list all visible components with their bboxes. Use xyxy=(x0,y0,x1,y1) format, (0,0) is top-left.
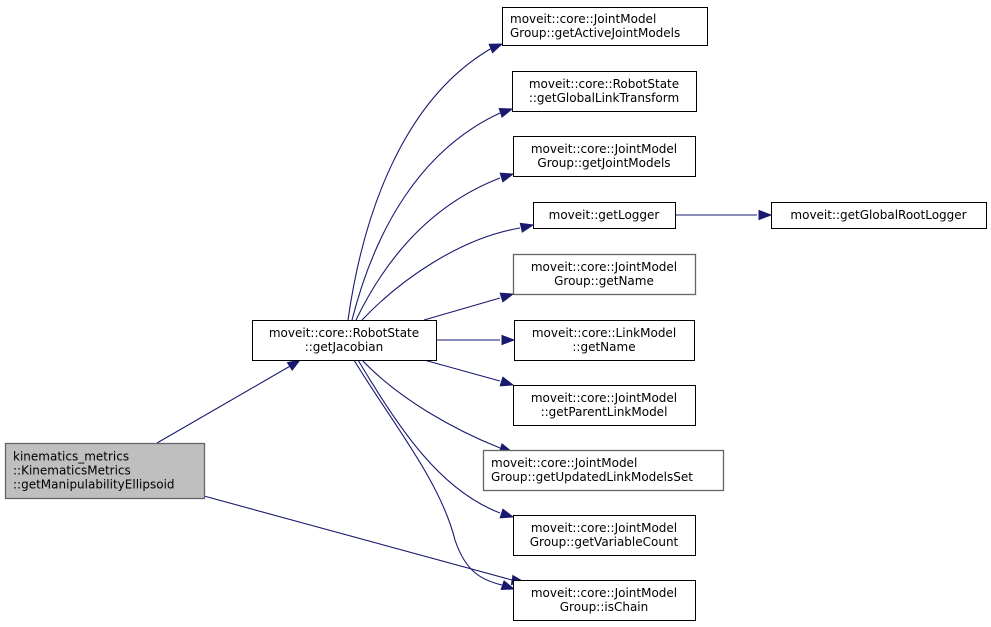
node-label-line: ::getName xyxy=(572,340,635,354)
node-box xyxy=(512,71,697,112)
edge-getJacobian-to-getNameLink xyxy=(436,334,516,346)
node-label-line: moveit::core::JointModel xyxy=(531,521,677,535)
edge-getJacobian-to-getJointModels xyxy=(355,172,515,321)
edge-getJacobian-to-getNameGroup xyxy=(423,292,515,321)
node-box xyxy=(771,202,987,229)
node-label-line: Group::getName xyxy=(554,274,654,288)
edge-line xyxy=(423,297,501,321)
function-node-getGlobalRootLogger[interactable]: moveit::getGlobalRootLogger xyxy=(771,202,987,229)
node-label-line: Group::getUpdatedLinkModelsSet xyxy=(491,470,693,484)
arrowhead-icon xyxy=(499,376,515,387)
edges-layer xyxy=(156,43,773,591)
arrowhead-icon xyxy=(286,359,302,372)
edge-getJacobian-to-getParentLinkModel xyxy=(423,359,515,387)
function-node-getVariableCount[interactable]: moveit::core::JointModelGroup::getVariab… xyxy=(513,515,696,556)
function-node-getJacobian[interactable]: moveit::core::RobotState::getJacobian xyxy=(252,320,437,361)
node-label-line: moveit::core::JointModel xyxy=(491,456,637,470)
node-label-line: kinematics_metrics xyxy=(13,450,129,464)
node-label-line: ::getParentLinkModel xyxy=(541,405,668,419)
node-label-line: Group::getActiveJointModels xyxy=(510,26,680,40)
edge-line xyxy=(361,359,501,449)
function-node-getLogger[interactable]: moveit::getLogger xyxy=(533,202,676,229)
node-label-line: Group::getVariableCount xyxy=(530,535,679,549)
edge-getJacobian-to-getLogger xyxy=(361,222,535,321)
node-box xyxy=(513,136,696,177)
arrowhead-icon xyxy=(499,292,515,303)
node-box xyxy=(252,320,437,361)
node-label-line: moveit::core::RobotState xyxy=(529,77,679,91)
node-label-line: moveit::core::JointModel xyxy=(531,142,677,156)
node-box xyxy=(502,7,708,46)
node-box xyxy=(514,320,695,361)
node-label-line: ::getManipulabilityEllipsoid xyxy=(13,478,175,492)
edge-root-to-getJacobian xyxy=(156,359,302,444)
arrowhead-icon xyxy=(499,508,515,519)
edge-line xyxy=(347,47,493,321)
function-node-getUpdatedLinkModelsSet[interactable]: moveit::core::JointModelGroup::getUpdate… xyxy=(482,449,725,492)
edge-line xyxy=(351,112,501,321)
edge-getJacobian-to-getUpdatedLinkModelsSet xyxy=(361,359,514,454)
node-box xyxy=(513,580,696,621)
node-label-line: moveit::core::JointModel xyxy=(531,260,677,274)
node-label-line: moveit::core::JointModel xyxy=(510,12,656,26)
edge-line xyxy=(156,364,293,444)
node-box xyxy=(533,202,676,229)
edge-line xyxy=(361,227,521,321)
node-label-line: moveit::getGlobalRootLogger xyxy=(790,208,966,222)
edge-getLogger-to-getGlobalRootLogger xyxy=(675,209,773,221)
arrowhead-icon xyxy=(500,580,516,591)
edge-getJacobian-to-getActiveJointModels xyxy=(347,43,504,321)
edge-line xyxy=(203,495,513,581)
function-node-getParentLinkModel[interactable]: moveit::core::JointModel::getParentLinkM… xyxy=(513,385,696,426)
edge-line xyxy=(353,359,503,586)
node-box xyxy=(513,385,696,426)
edge-getJacobian-to-isChain xyxy=(353,359,516,591)
node-label-line: ::getGlobalLinkTransform xyxy=(529,91,679,105)
edge-line xyxy=(423,359,501,382)
root-function-node: kinematics_metrics::KinematicsMetrics::g… xyxy=(4,442,206,500)
node-box xyxy=(513,515,696,556)
node-label-line: moveit::core::LinkModel xyxy=(532,326,676,340)
node-label-line: ::KinematicsMetrics xyxy=(13,464,131,478)
node-label-line: Group::getJointModels xyxy=(537,156,670,170)
node-label-line: moveit::core::RobotState xyxy=(269,326,419,340)
node-label-line: Group::isChain xyxy=(560,600,648,614)
node-box xyxy=(482,449,725,492)
edge-line xyxy=(355,177,501,321)
function-node-getGlobalLinkTransform[interactable]: moveit::core::RobotState::getGlobalLinkT… xyxy=(512,71,697,112)
function-node-getJointModels[interactable]: moveit::core::JointModelGroup::getJointM… xyxy=(513,136,696,177)
edge-root-to-isChain xyxy=(203,495,526,586)
node-label-line: moveit::core::JointModel xyxy=(531,391,677,405)
edge-line xyxy=(357,359,501,514)
arrowhead-icon xyxy=(519,222,535,233)
arrowhead-icon xyxy=(758,209,773,221)
function-node-getActiveJointModels[interactable]: moveit::core::JointModelGroup::getActive… xyxy=(502,7,708,46)
node-label-line: moveit::core::JointModel xyxy=(531,586,677,600)
arrowhead-icon xyxy=(499,172,515,183)
node-box xyxy=(4,442,206,500)
function-node-getNameLink[interactable]: moveit::core::LinkModel::getName xyxy=(514,320,695,361)
edge-getJacobian-to-getGlobalLinkTransform xyxy=(351,107,514,321)
arrowhead-icon xyxy=(501,334,516,346)
nodes-layer: kinematics_metrics::KinematicsMetrics::g… xyxy=(4,7,987,621)
edge-getJacobian-to-getVariableCount xyxy=(357,359,515,519)
node-box xyxy=(512,253,697,296)
node-label-line: moveit::getLogger xyxy=(549,208,660,222)
node-label-line: ::getJacobian xyxy=(305,340,384,354)
arrowhead-icon xyxy=(498,107,514,118)
arrowhead-icon xyxy=(488,43,504,54)
